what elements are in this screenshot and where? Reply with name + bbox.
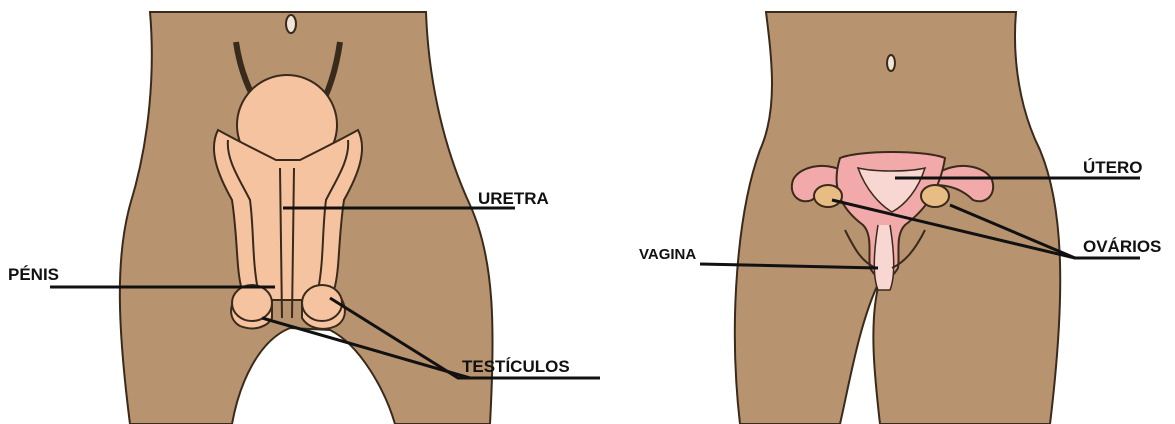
utero-label: ÚTERO bbox=[1083, 158, 1143, 177]
female-figure: ÚTERO OVÁRIOS VAGINA bbox=[639, 12, 1161, 424]
ovary-right bbox=[921, 185, 949, 207]
ovarios-label: OVÁRIOS bbox=[1083, 237, 1161, 256]
testiculos-label: TESTÍCULOS bbox=[462, 357, 570, 376]
ovary-left bbox=[814, 185, 842, 207]
female-navel bbox=[887, 55, 895, 71]
penis-label: PÉNIS bbox=[8, 265, 59, 284]
male-navel bbox=[286, 15, 296, 33]
vagina-label: VAGINA bbox=[639, 246, 696, 263]
testicle-left bbox=[232, 285, 272, 321]
uretra-label: URETRA bbox=[478, 189, 549, 208]
male-figure: URETRA PÉNIS TESTÍCULOS bbox=[8, 12, 600, 424]
vaginal-canal bbox=[874, 225, 894, 290]
